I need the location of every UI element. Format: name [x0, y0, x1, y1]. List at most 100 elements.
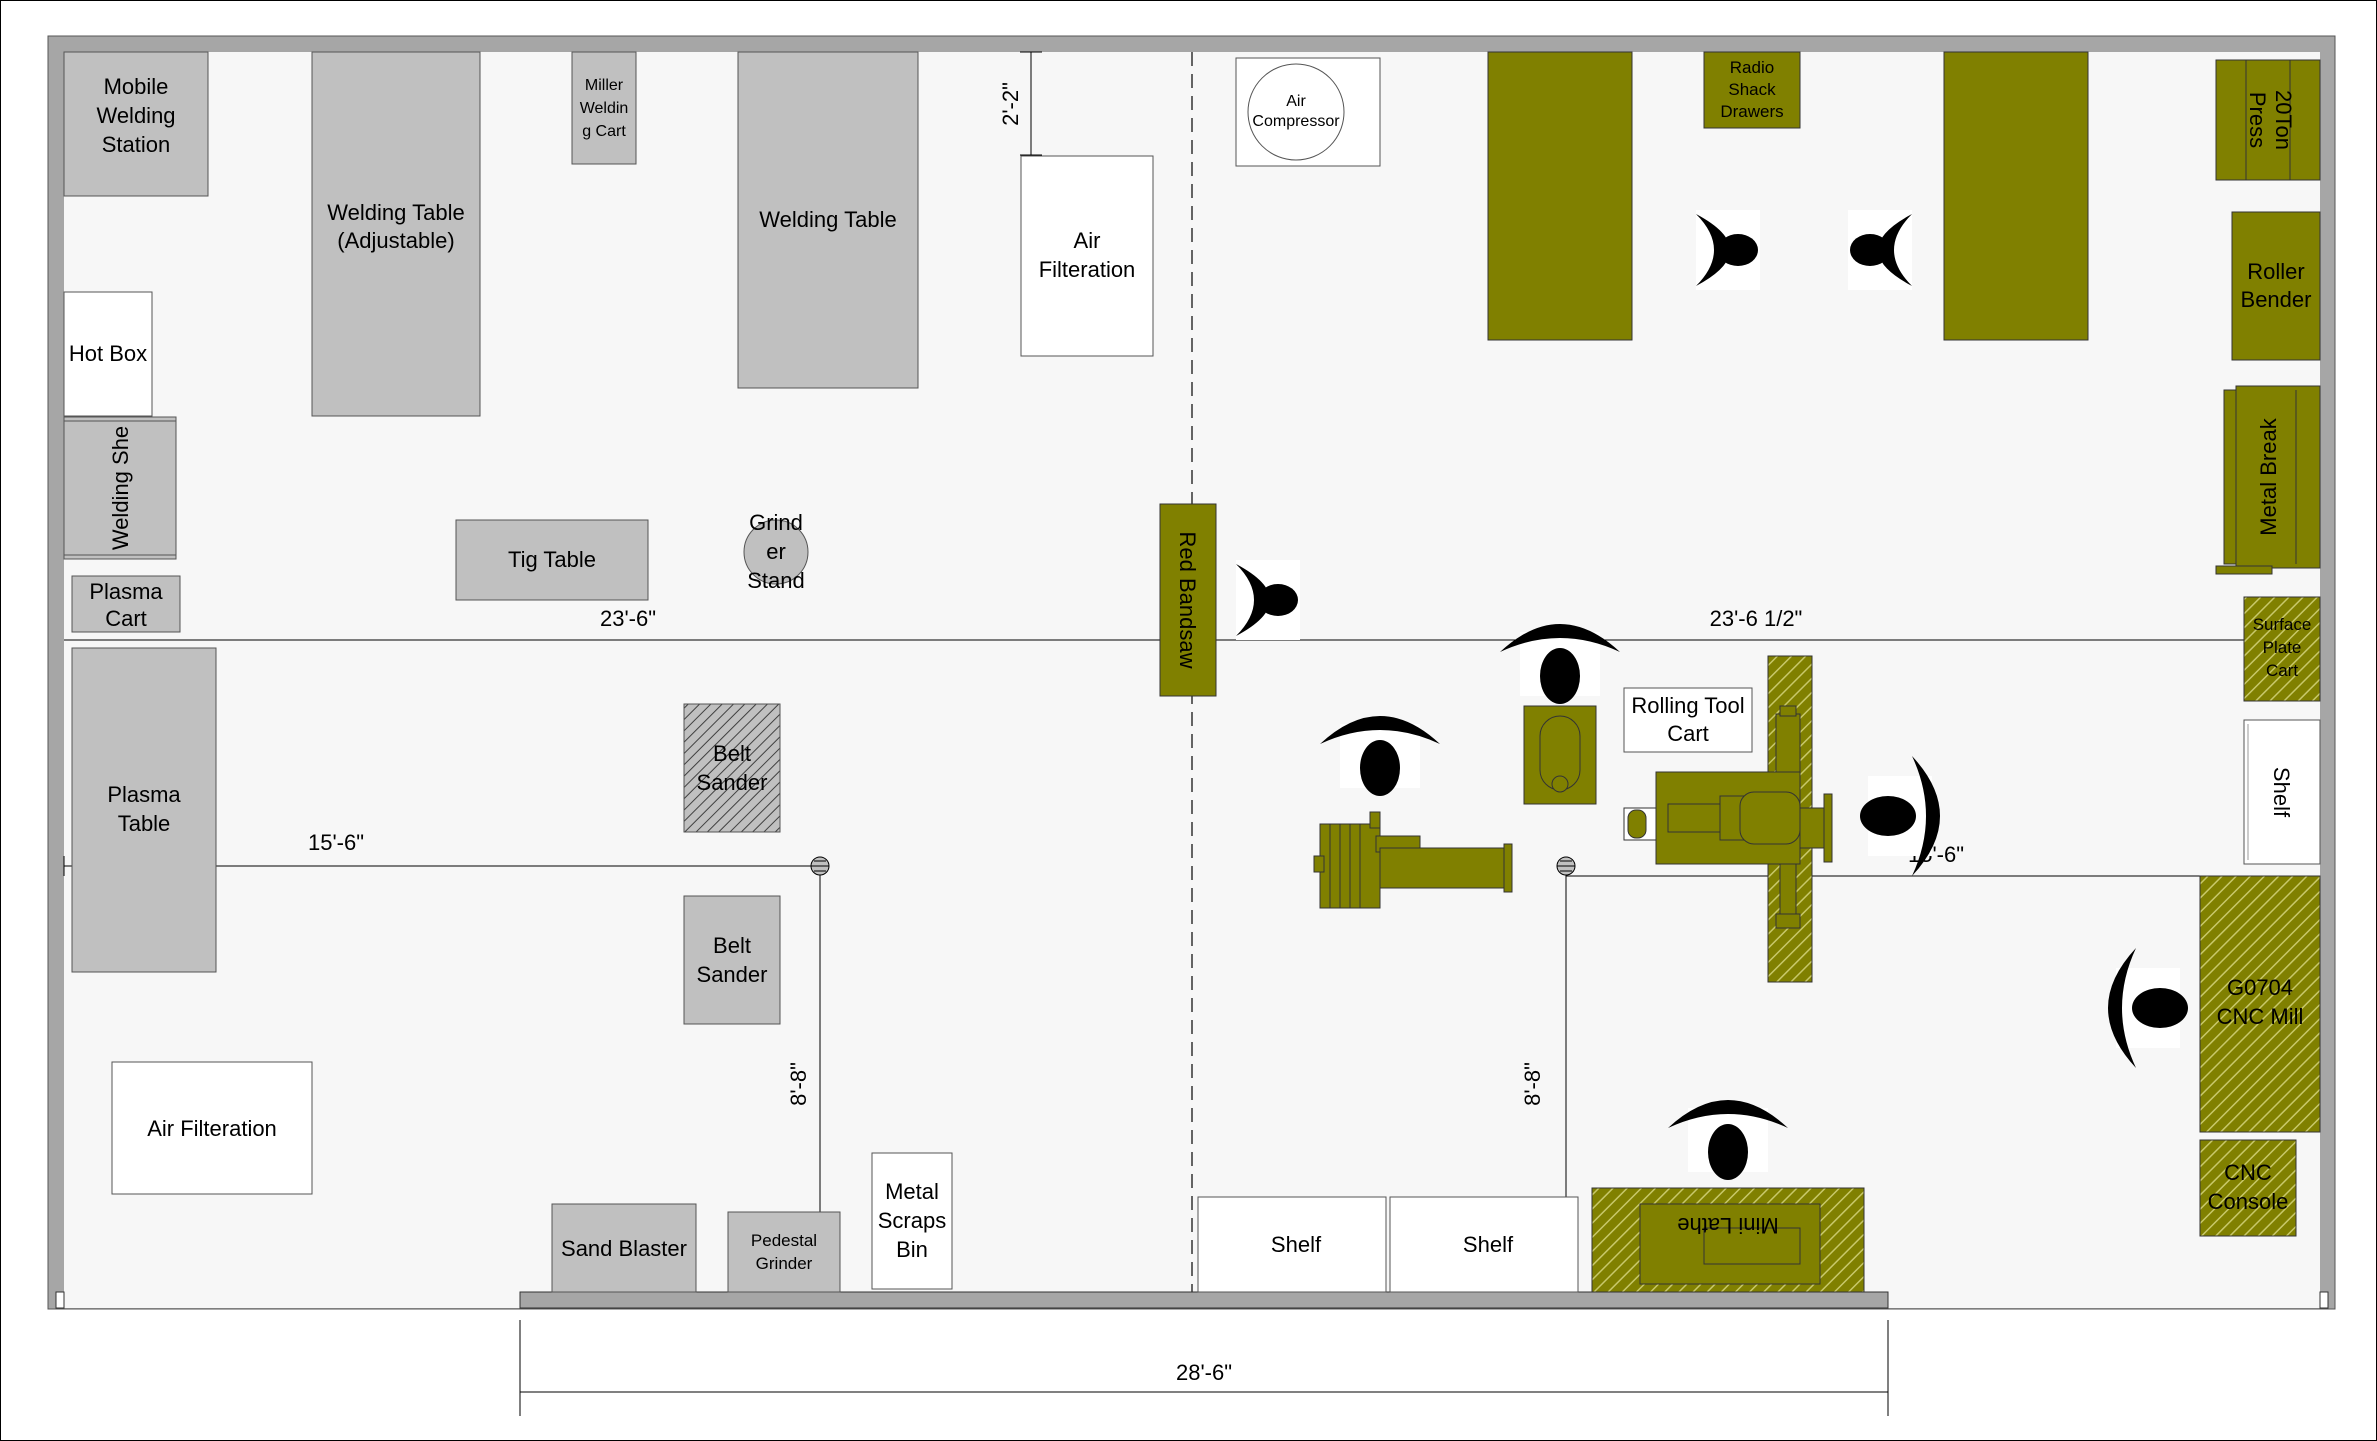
grinder-stand-label-2: er [766, 539, 786, 564]
belt-sander-2-label-2: Sander [697, 962, 768, 987]
metal-scraps-bin-label-1: Metal [885, 1179, 939, 1204]
radio-shack-drawers-label-3: Drawers [1720, 102, 1783, 121]
miller-welding-cart-label-2: Weldin [580, 100, 629, 117]
metal-scraps-bin: Metal Scraps Bin [871, 1152, 953, 1290]
metal-scraps-bin-label-2: Scraps [878, 1208, 946, 1233]
mobile-welding-station-label-2: Welding [96, 103, 175, 128]
tig-table-label: Tig Table [508, 547, 596, 572]
miller-welding-cart-label-1: Miller [585, 77, 624, 94]
front-wall-segment [519, 1291, 1889, 1309]
workbench-right [1943, 51, 2089, 341]
plasma-table-label-2: Table [118, 811, 171, 836]
welding-table-label: Welding Table [759, 207, 896, 232]
metal-break: Metal Break [2215, 385, 2321, 575]
sand-blaster: Sand Blaster [551, 1203, 697, 1293]
air-compressor-label-2: Compressor [1252, 113, 1340, 130]
shelf-1: Shelf [1197, 1196, 1387, 1293]
hot-box-label: Hot Box [69, 341, 147, 366]
miller-welding-cart-label-3: g Cart [582, 123, 626, 140]
welding-table-adjustable: Welding Table (Adjustable) [311, 51, 481, 417]
metal-scraps-bin-label-3: Bin [896, 1237, 928, 1262]
operator-symbols [1236, 210, 2188, 1180]
press-20ton-label-1: 20Ton [2271, 90, 2296, 150]
plasma-table: Plasma Table [71, 647, 217, 973]
metal-break-label: Metal Break [2256, 417, 2281, 535]
welding-table-adjustable-label-1: Welding Table [327, 200, 464, 225]
grinder-stand: Grind er Stand [743, 510, 809, 593]
grinder-stand-label-1: Grind [749, 510, 803, 535]
surface-plate-cart-label-3: Cart [2266, 661, 2298, 680]
air-filteration-top-label-2: Filteration [1039, 257, 1136, 282]
roller-bender-label-1: Roller [2247, 259, 2304, 284]
tig-table: Tig Table [455, 519, 649, 601]
welding-table: Welding Table [737, 51, 919, 389]
belt-sander-1-label-2: Sander [697, 770, 768, 795]
surface-plate-cart-label-1: Surface [2253, 615, 2312, 634]
operator-icon-5 [1500, 624, 1620, 704]
shelf-1-label: Shelf [1271, 1232, 1322, 1257]
air-filteration-top-label-1: Air [1074, 228, 1101, 253]
plasma-cart-label-1: Plasma [89, 579, 163, 604]
dimension-2-2: 2'-2" [998, 82, 1023, 126]
dimension-lines [63, 51, 2320, 1416]
cnc-console: CNC Console [2199, 1139, 2297, 1237]
radio-shack-drawers-label-2: Shack [1728, 80, 1776, 99]
operator-icon-8 [1668, 1100, 1788, 1180]
air-filteration-top: Air Filteration [1020, 155, 1154, 357]
horizontal-bandsaw [1313, 811, 1513, 909]
operator-icon-2 [1848, 210, 1912, 290]
cnc-console-label-2: Console [2208, 1189, 2289, 1214]
belt-sander-2-label-1: Belt [713, 933, 751, 958]
rolling-tool-cart-label-1: Rolling Tool [1631, 693, 1744, 718]
cnc-mill: G0704 CNC Mill [2199, 875, 2321, 1133]
pedestal-grinder-label-2: Grinder [756, 1254, 813, 1273]
sand-blaster-label: Sand Blaster [561, 1236, 687, 1261]
welding-shelf: Welding She [63, 416, 177, 560]
mini-lathe-label: Mini Lathe [1677, 1213, 1779, 1238]
bench-machine [1523, 705, 1597, 805]
belt-sander-1-label-1: Belt [713, 741, 751, 766]
roller-bender: Roller Bender [2231, 211, 2321, 361]
radio-shack-drawers-label-1: Radio [1730, 58, 1774, 77]
mobile-welding-station-label-1: Mobile [104, 74, 169, 99]
welding-table-adjustable-label-2: (Adjustable) [337, 228, 454, 253]
radio-shack-drawers: Radio Shack Drawers [1703, 51, 1801, 129]
grinder-stand-label-3: Stand [747, 568, 805, 593]
hot-box: Hot Box [63, 291, 153, 417]
belt-sander-2: Belt Sander [683, 895, 781, 1025]
rolling-tool-cart-label-2: Cart [1667, 721, 1709, 746]
rolling-tool-cart: Rolling Tool Cart [1623, 687, 1753, 753]
cnc-mill-label-1: G0704 [2227, 975, 2293, 1000]
operator-icon-7 [2108, 948, 2188, 1068]
dimension-23-6: 23'-6" [600, 606, 656, 631]
red-bandsaw: Red Bandsaw [1159, 503, 1217, 697]
workbench-left [1487, 51, 1633, 341]
press-20ton-label-2: Press [2245, 92, 2270, 148]
shelf-2: Shelf [1389, 1196, 1579, 1293]
shelf-right: Shelf [2243, 719, 2321, 865]
welding-shelf-label: Welding She [108, 426, 133, 550]
plasma-table-label-1: Plasma [107, 782, 181, 807]
pedestal-grinder: Pedestal Grinder [727, 1211, 841, 1293]
shelf-2-label: Shelf [1463, 1232, 1514, 1257]
surface-plate-cart-label-2: Plate [2263, 638, 2302, 657]
cnc-mill-label-2: CNC Mill [2217, 1004, 2304, 1029]
shelf-right-label: Shelf [2269, 767, 2294, 818]
dimension-8-8-left: 8'-8" [786, 1062, 811, 1106]
dimension-15-6-left: 15'-6" [308, 830, 364, 855]
surface-plate-cart: Surface Plate Cart [2243, 596, 2321, 702]
red-bandsaw-label: Red Bandsaw [1175, 532, 1200, 669]
operator-icon-3 [1236, 560, 1300, 640]
mobile-welding-station: Mobile Welding Station [63, 51, 209, 197]
plasma-cart: Plasma Cart [71, 575, 181, 633]
lathe-machine [1623, 655, 1833, 983]
belt-sander-1: Belt Sander [683, 703, 781, 833]
miller-welding-cart: Miller Weldin g Cart [571, 51, 637, 165]
dimension-23-6-half: 23'-6 1/2" [1710, 606, 1803, 631]
dimension-28-6: 28'-6" [1176, 1360, 1232, 1385]
mini-lathe: Mini Lathe [1591, 1187, 1865, 1293]
operator-icon-4 [1320, 716, 1440, 796]
roller-bender-label-2: Bender [2241, 287, 2312, 312]
pedestal-grinder-label-1: Pedestal [751, 1231, 817, 1250]
